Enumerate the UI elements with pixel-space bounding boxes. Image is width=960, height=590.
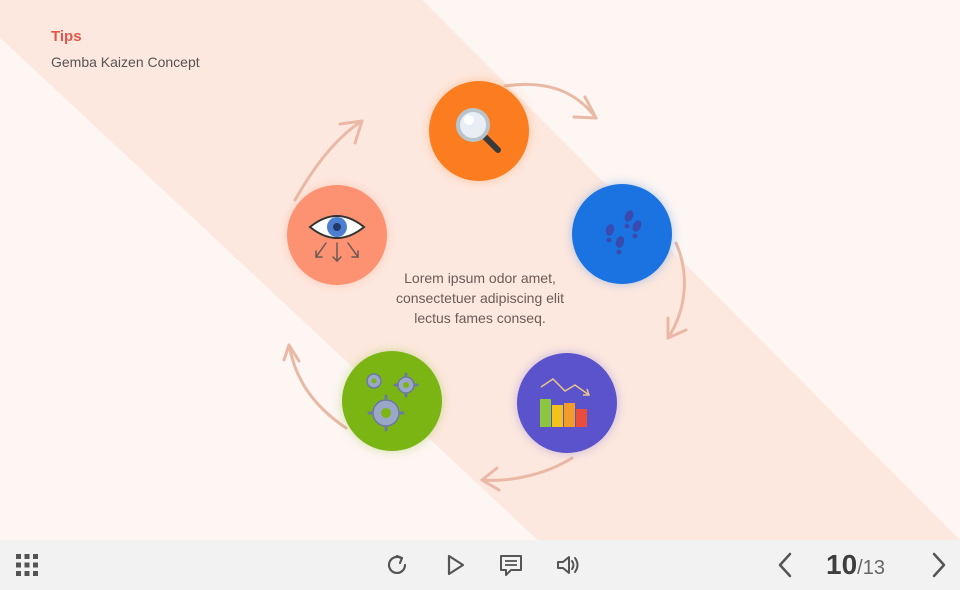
grid-menu-icon <box>16 554 38 576</box>
center-text-line: Lorem ipsum odor amet, <box>404 270 556 286</box>
page-counter: 10 /13 <box>826 540 885 590</box>
arrow-steps-to-chart <box>666 241 686 340</box>
step-eye <box>287 185 387 285</box>
arrow-head <box>480 466 501 492</box>
arrow-chart-to-gears <box>480 456 574 482</box>
menu-button[interactable] <box>12 540 42 590</box>
speaker-icon <box>557 556 579 574</box>
footsteps-icon <box>605 210 642 255</box>
arrow-eye-to-search <box>293 119 364 202</box>
arrow-head <box>282 343 301 363</box>
total-pages: /13 <box>857 556 885 579</box>
previous-button[interactable] <box>770 540 800 590</box>
bar-chart-icon <box>540 378 591 427</box>
section-label: Tips <box>51 28 82 45</box>
arrow-gears-to-eye <box>287 343 348 430</box>
step-magnifier <box>429 81 529 181</box>
notes-button[interactable] <box>496 540 526 590</box>
current-page: 10 <box>826 549 858 580</box>
arrow-head <box>338 119 364 145</box>
center-description: Lorem ipsum odor amet, consectetuer adip… <box>360 268 600 328</box>
arrow-head <box>572 95 598 120</box>
play-icon <box>447 554 465 576</box>
cycle-arrows <box>282 82 688 492</box>
slide-subtitle: Gemba Kaizen Concept <box>51 54 200 70</box>
arrow-head <box>666 316 688 340</box>
magnifier-icon <box>456 108 501 153</box>
play-button[interactable] <box>440 540 470 590</box>
chevron-left-icon <box>778 552 792 578</box>
player-toolbar <box>0 540 960 590</box>
center-text-line: consectetuer adipiscing elit <box>395 290 565 306</box>
center-text-line: lectus fames conseq. <box>414 310 546 326</box>
chevron-right-icon <box>932 552 946 578</box>
gears-icon <box>366 372 419 432</box>
step-bar-chart <box>517 353 617 453</box>
slide-canvas: Tips Gemba Kaizen Concept <box>0 0 960 540</box>
arrow-search-to-steps <box>503 82 598 120</box>
replay-icon <box>387 554 407 574</box>
step-gears <box>342 351 442 451</box>
next-button[interactable] <box>924 540 954 590</box>
step-footsteps <box>572 184 672 284</box>
replay-button[interactable] <box>382 540 412 590</box>
sound-button[interactable] <box>553 540 583 590</box>
notes-icon <box>500 555 522 576</box>
eye-icon <box>308 215 366 263</box>
